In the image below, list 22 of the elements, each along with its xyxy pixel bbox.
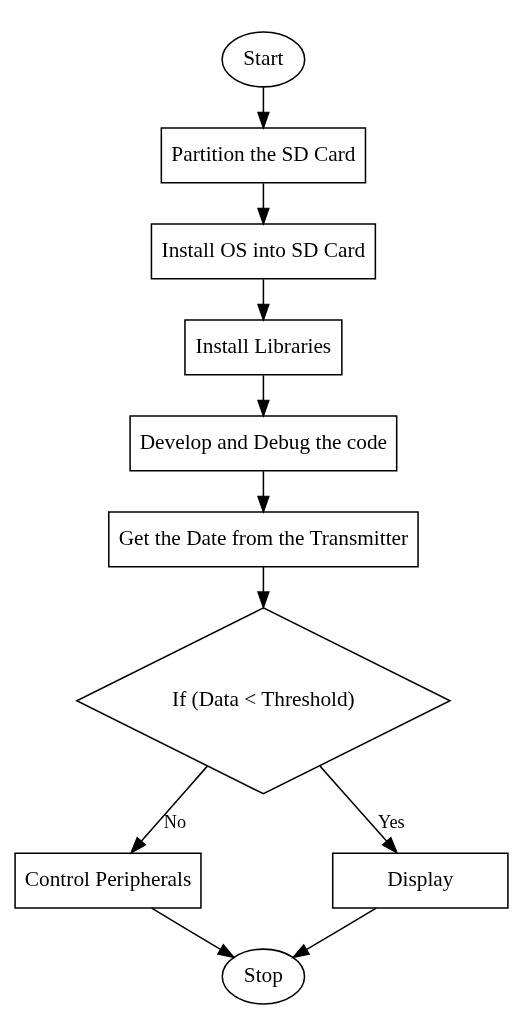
arrow [256, 374, 270, 418]
node-box: Get the Date from the Transmitter [107, 511, 419, 568]
node-box: Display [331, 852, 509, 909]
arrow [290, 907, 377, 959]
arrow [129, 765, 208, 855]
node-ellipse: Start [220, 31, 305, 88]
edge-label: No [163, 812, 186, 833]
arrow [256, 278, 270, 323]
node-box: Develop and Debug the code [128, 415, 397, 472]
edge-label: Yes [377, 812, 405, 833]
arrow [256, 470, 270, 514]
node-diamond: If (Data < Threshold) [74, 607, 452, 795]
node-box: Partition the SD Card [160, 127, 366, 184]
node-box: Install Libraries [183, 319, 343, 376]
arrow [150, 907, 236, 959]
arrow [256, 566, 270, 610]
node-box: Install OS into SD Card [150, 223, 376, 280]
node-ellipse: Stop [221, 948, 305, 1005]
arrow [256, 182, 270, 227]
node-box: Control Peripherals [13, 852, 202, 909]
arrow [318, 765, 398, 855]
arrow [256, 86, 270, 131]
